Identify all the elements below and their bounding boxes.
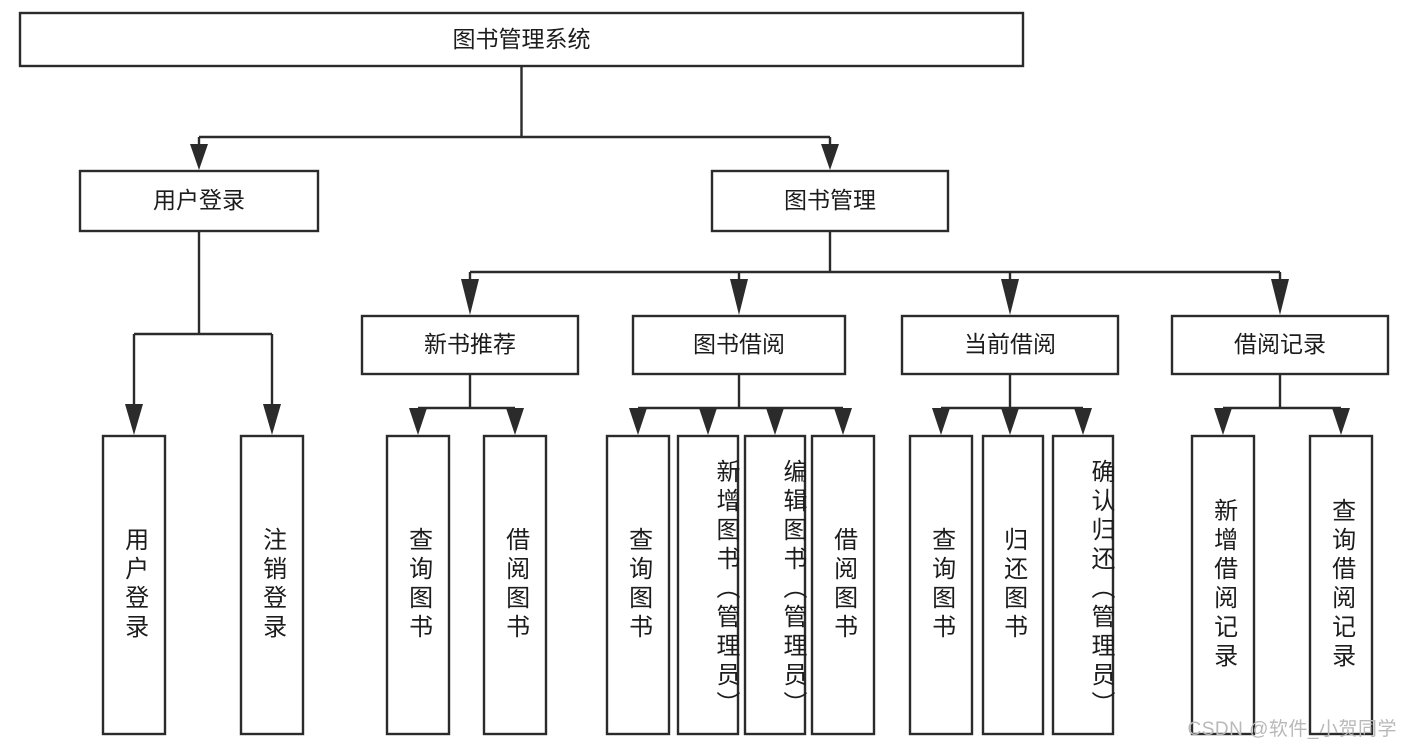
arrow-head-icon — [821, 144, 839, 170]
leaf-confirm-return-box[interactable] — [1051, 434, 1115, 736]
node-book-borrow[interactable]: 图书借阅 — [631, 314, 847, 376]
arrow-head-icon — [263, 404, 281, 435]
node-user-login-label: 用户登录 — [153, 187, 245, 213]
connector-currentborrow-to-leaves — [932, 374, 1092, 435]
leaf-query-book-3-box[interactable] — [908, 434, 974, 736]
node-book-manage-label: 图书管理 — [784, 187, 876, 213]
node-current-borrow[interactable]: 当前借阅 — [900, 314, 1120, 376]
node-current-borrow-box[interactable] — [900, 314, 1120, 376]
arrow-head-icon — [730, 279, 748, 315]
node-new-book-recommend-label: 新书推荐 — [424, 331, 516, 357]
connector-userlogin-to-leaves — [125, 231, 281, 435]
arrow-head-icon — [699, 408, 717, 435]
connector-bookborrow-to-leaves — [629, 374, 852, 435]
arrow-head-icon — [1332, 408, 1350, 435]
node-user-login[interactable]: 用户登录 — [78, 169, 320, 233]
leaf-query-record-box[interactable] — [1308, 434, 1374, 736]
leaf-logout-box[interactable] — [239, 434, 305, 736]
node-new-book-recommend-box[interactable] — [360, 314, 580, 376]
node-borrow-record-box[interactable] — [1170, 314, 1390, 376]
leaf-return-book-box[interactable] — [981, 434, 1045, 736]
leaf-query-book-1-box[interactable] — [385, 434, 451, 736]
node-book-manage-box[interactable] — [710, 169, 950, 233]
leaf-add-book-box[interactable] — [676, 434, 740, 736]
node-current-borrow-label: 当前借阅 — [964, 331, 1056, 357]
arrow-head-icon — [461, 279, 479, 315]
node-root-label: 图书管理系统 — [453, 26, 591, 52]
arrow-head-icon — [1001, 279, 1019, 315]
node-root-box[interactable] — [18, 11, 1025, 68]
arrow-head-icon — [409, 408, 427, 435]
arrow-head-icon — [1001, 408, 1019, 435]
leaf-query-book-2-box[interactable] — [605, 434, 671, 736]
arrow-head-icon — [506, 408, 524, 435]
arrow-head-icon — [932, 408, 950, 435]
arrow-head-icon — [190, 144, 208, 170]
node-user-login-box[interactable] — [78, 169, 320, 233]
leaf-borrow-book-1-box[interactable] — [482, 434, 548, 736]
leaf-borrow-book-2-box[interactable] — [810, 434, 876, 736]
node-book-borrow-box[interactable] — [631, 314, 847, 376]
leaf-edit-book-box[interactable] — [743, 434, 807, 736]
leaf-add-record-box[interactable] — [1190, 434, 1256, 736]
leaf-user-login-box[interactable] — [101, 434, 167, 736]
arrow-head-icon — [834, 408, 852, 435]
connector-borrowrecord-to-leaves — [1214, 374, 1350, 435]
node-borrow-record[interactable]: 借阅记录 — [1170, 314, 1390, 376]
node-book-borrow-label: 图书借阅 — [693, 331, 785, 357]
node-root[interactable]: 图书管理系统 — [18, 11, 1025, 68]
arrow-head-icon — [629, 408, 647, 435]
node-borrow-record-label: 借阅记录 — [1234, 331, 1326, 357]
connector-newbook-to-leaves — [409, 374, 524, 435]
arrow-head-icon — [125, 404, 143, 435]
connector-bookmanage-to-level3 — [461, 231, 1289, 315]
node-book-manage[interactable]: 图书管理 — [710, 169, 950, 233]
connector-root-to-level2 — [190, 66, 839, 170]
arrow-head-icon — [1074, 408, 1092, 435]
csdn-watermark: CSDN @软件_小贺同学 — [1187, 719, 1397, 740]
node-new-book-recommend[interactable]: 新书推荐 — [360, 314, 580, 376]
arrow-head-icon — [766, 408, 784, 435]
arrow-head-icon — [1214, 408, 1232, 435]
arrow-head-icon — [1271, 279, 1289, 315]
